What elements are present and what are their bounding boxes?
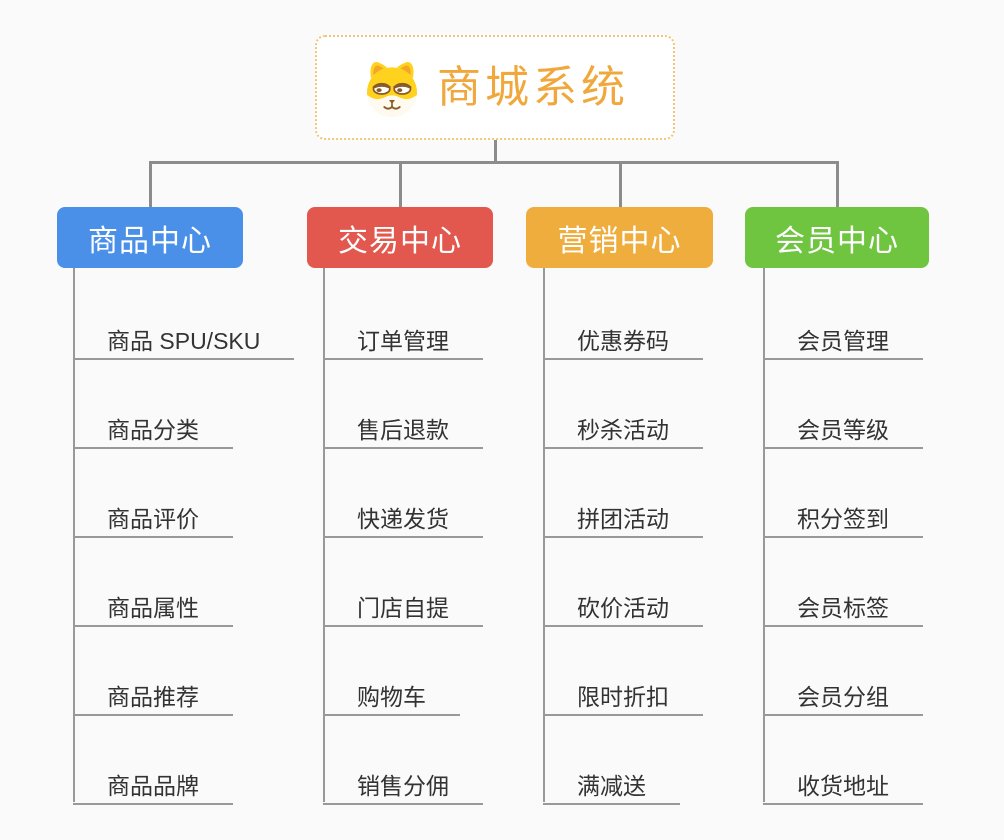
- branch-node-2[interactable]: 交易中心: [307, 207, 493, 268]
- branch-node-1[interactable]: 商品中心: [57, 207, 243, 268]
- leaf-node[interactable]: 商品分类: [73, 404, 233, 449]
- leaf-node[interactable]: 快递发货: [323, 493, 483, 538]
- leaf-node[interactable]: 收货地址: [763, 760, 923, 805]
- connector-bus: [149, 161, 838, 164]
- leaf-node[interactable]: 秒杀活动: [543, 404, 703, 449]
- leaf-node[interactable]: 购物车: [323, 671, 460, 716]
- leaf-node[interactable]: 会员等级: [763, 404, 923, 449]
- root-title: 商城系统: [437, 62, 629, 112]
- leaf-node[interactable]: 商品评价: [73, 493, 233, 538]
- leaf-node[interactable]: 门店自提: [323, 582, 483, 627]
- leaf-node[interactable]: 销售分佣: [323, 760, 483, 805]
- leaf-node[interactable]: 砍价活动: [543, 582, 703, 627]
- branch-drop-connector: [836, 161, 839, 208]
- branch-node-3[interactable]: 营销中心: [526, 207, 713, 268]
- leaf-node[interactable]: 会员标签: [763, 582, 923, 627]
- branch-children-line: [73, 268, 75, 802]
- leaf-node[interactable]: 优惠券码: [543, 315, 703, 360]
- branch-node-4[interactable]: 会员中心: [745, 207, 929, 268]
- root-node[interactable]: 商城系统: [315, 35, 675, 140]
- branch-drop-connector: [618, 161, 622, 208]
- leaf-node[interactable]: 订单管理: [323, 315, 483, 360]
- leaf-node[interactable]: 商品属性: [73, 582, 233, 627]
- leaf-node[interactable]: 商品推荐: [73, 671, 233, 716]
- leaf-node[interactable]: 满减送: [543, 760, 680, 805]
- branch-drop-connector: [149, 161, 152, 208]
- leaf-node[interactable]: 会员管理: [763, 315, 923, 360]
- leaf-node[interactable]: 商品品牌: [73, 760, 233, 805]
- root-connector-stub: [494, 140, 497, 163]
- branch-children-line: [763, 268, 765, 802]
- branch-drop-connector: [399, 161, 402, 208]
- leaf-node[interactable]: 售后退款: [323, 404, 483, 449]
- leaf-node[interactable]: 商品 SPU/SKU: [73, 315, 295, 360]
- leaf-node[interactable]: 限时折扣: [543, 671, 703, 716]
- leaf-node[interactable]: 拼团活动: [543, 493, 703, 538]
- branch-children-line: [543, 268, 545, 802]
- leaf-node[interactable]: 会员分组: [763, 671, 923, 716]
- branch-children-line: [323, 268, 325, 802]
- leaf-node[interactable]: 积分签到: [763, 493, 923, 538]
- dog-face-icon: [367, 61, 417, 117]
